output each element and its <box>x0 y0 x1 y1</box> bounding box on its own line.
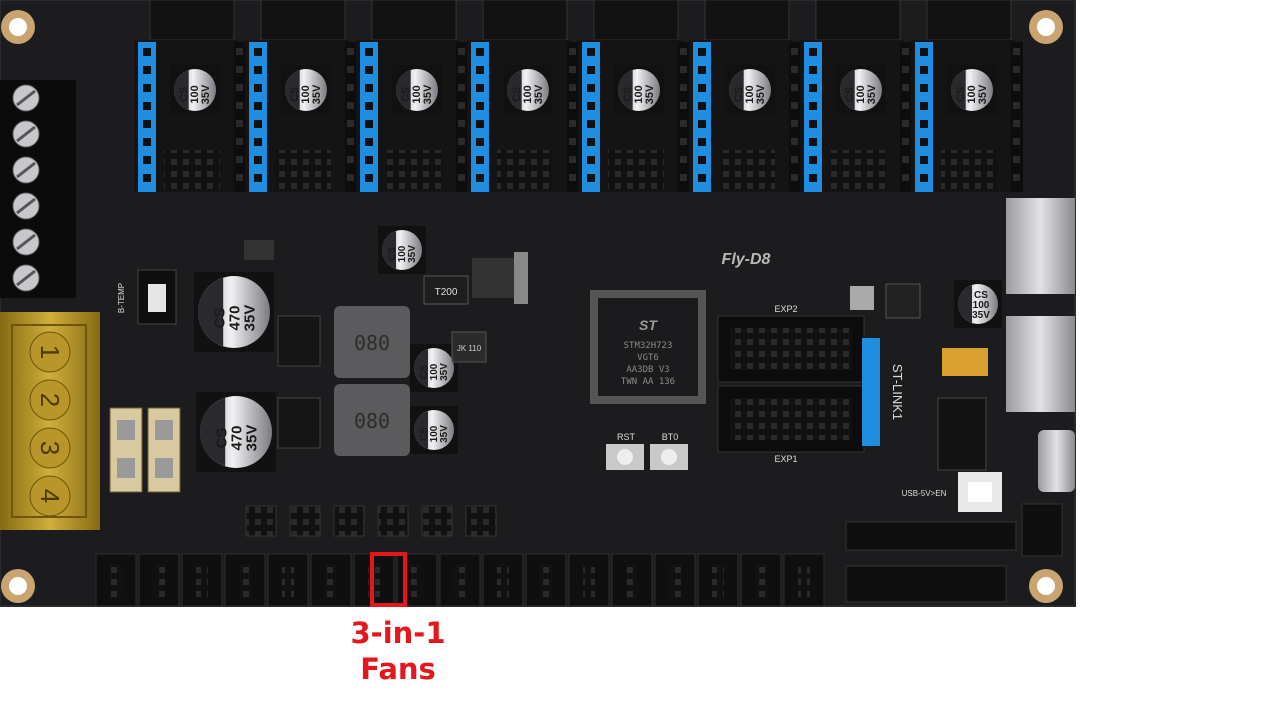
capacitor-marking: 100 <box>855 85 867 103</box>
driver-header-blue <box>471 42 489 192</box>
capacitor-marking: 100 <box>633 85 645 103</box>
driver-header-blue <box>360 42 378 192</box>
rst-label: RST <box>617 432 636 442</box>
bt0-label: BT0 <box>662 432 679 442</box>
driver-top-connector <box>926 0 1012 41</box>
mcu-marking: VGT6 <box>637 353 659 363</box>
capacitor-marking: CS <box>622 87 634 102</box>
capacitor-marking: 100 <box>966 85 978 103</box>
usb-jumper-label: USB-5V>EN <box>902 489 947 498</box>
capacitor-marking: 100 <box>522 85 534 103</box>
capacitor-marking: CS <box>419 427 430 441</box>
capacitor-marking: 35V <box>439 425 450 443</box>
capacitor-marking: 35V <box>200 84 212 104</box>
fan-connectors <box>95 503 1063 607</box>
capacitor-marking: 100 <box>411 85 423 103</box>
capacitor-marking: 100 <box>744 85 756 103</box>
fuses <box>109 407 181 493</box>
driver-top-connector <box>371 0 457 41</box>
driver-header-blue <box>138 42 156 192</box>
regulators: T200 JK 110 <box>244 240 528 449</box>
capacitor-marking: 100 <box>189 85 201 103</box>
jk-label: JK 110 <box>457 344 482 353</box>
inductor-label: 080 <box>354 331 390 355</box>
capacitor-marking: 35V <box>407 245 418 263</box>
board-name: Fly-D8 <box>722 251 771 268</box>
capacitor-marking: 35V <box>977 84 989 104</box>
driver-top-connector <box>704 0 790 41</box>
fan-highlight-box <box>370 552 407 607</box>
power-terminal: 1 2 3 4 <box>0 312 100 530</box>
capacitor-marking: CS <box>400 87 412 102</box>
capacitor-marking: 35V <box>972 310 990 321</box>
capacitor-marking: CS <box>955 87 967 102</box>
capacitor-marking: 100 <box>300 85 312 103</box>
mounting-holes <box>1 10 1063 603</box>
capacitor-marking: 100 <box>397 245 408 262</box>
capacitor-marking: 470 <box>228 425 245 450</box>
driver-header-blue <box>693 42 711 192</box>
capacitor-marking: 35V <box>243 425 260 452</box>
capacitor-marking: CS <box>974 290 988 301</box>
capacitor-marking: CS <box>289 87 301 102</box>
usb-ports: USB-5V>EN <box>850 198 1075 512</box>
exp1-label: EXP1 <box>774 454 797 464</box>
btemp-connector: B-TEMP <box>117 269 177 325</box>
driver-top-connector <box>593 0 679 41</box>
driver-header-blue <box>915 42 933 192</box>
capacitor-marking: CS <box>844 87 856 102</box>
capacitor-marking: CS <box>419 365 430 379</box>
buttons: RST BT0 <box>606 432 688 470</box>
capacitor-marking: 35V <box>755 84 767 104</box>
capacitor-marking: 470 <box>226 305 243 330</box>
capacitor-marking: 35V <box>241 305 258 332</box>
driver-top-connector <box>815 0 901 41</box>
btemp-label: B-TEMP <box>117 283 126 313</box>
screw-terminal-block <box>0 80 76 298</box>
driver-top-connector <box>260 0 346 41</box>
capacitor-marking: 35V <box>311 84 323 104</box>
mcu-marking: TWN AA 136 <box>621 377 675 387</box>
mcu-marking: AA3DB V3 <box>626 365 669 375</box>
stlink-label: ST-LINK1 <box>890 364 905 420</box>
capacitor-marking: CS <box>213 428 230 449</box>
capacitor-marking: CS <box>511 87 523 102</box>
capacitor-marking: CS <box>211 308 228 329</box>
capacitor-marking: CS <box>387 247 398 261</box>
terminal-number: 4 <box>35 489 65 503</box>
driver-header-blue <box>582 42 600 192</box>
terminal-number: 3 <box>35 441 65 455</box>
capacitor-marking: 100 <box>429 425 440 442</box>
exp2-label: EXP2 <box>774 304 797 314</box>
capacitor-marking: 100 <box>429 363 440 380</box>
callout-line1: 3-in-1 <box>350 616 446 650</box>
capacitor-marking: CS <box>733 87 745 102</box>
st-logo: ST <box>639 317 658 333</box>
callout-line2: Fans <box>360 652 436 686</box>
driver-header-blue <box>249 42 267 192</box>
terminal-number: 1 <box>35 345 65 359</box>
inductors: 080 080 <box>334 306 410 456</box>
exp-connectors: EXP2 EXP1 ST-LINK1 <box>717 304 905 464</box>
capacitor-marking: 100 <box>973 300 990 311</box>
driver-header-blue <box>804 42 822 192</box>
capacitor-marking: CS <box>178 87 190 102</box>
inductor-label: 080 <box>354 409 390 433</box>
capacitor-marking: 35V <box>439 363 450 381</box>
capacitor-marking: 35V <box>422 84 434 104</box>
terminal-number: 2 <box>35 393 65 407</box>
t200-label: T200 <box>435 287 458 298</box>
capacitor-marking: 35V <box>533 84 545 104</box>
capacitor-marking: 35V <box>866 84 878 104</box>
driver-top-connector <box>482 0 568 41</box>
driver-top-connector <box>149 0 235 41</box>
mcu-marking: STM32H723 <box>624 341 673 351</box>
capacitor-marking: 35V <box>644 84 656 104</box>
